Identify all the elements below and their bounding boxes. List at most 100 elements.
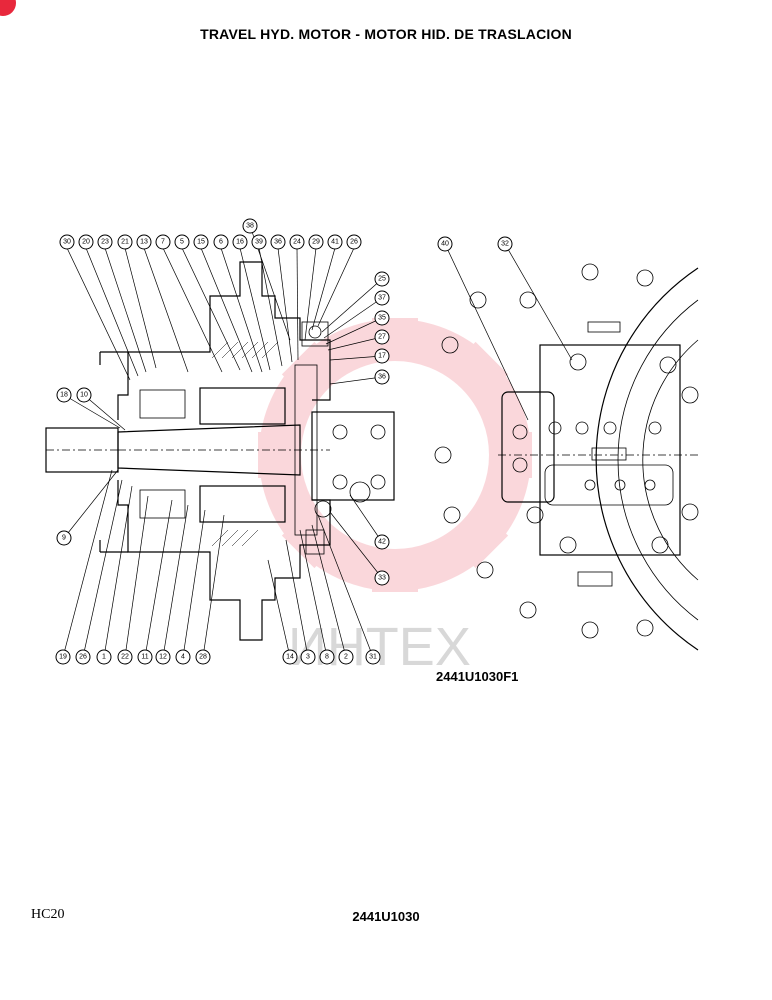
- svg-text:18: 18: [60, 392, 68, 399]
- callout-42: 42: [374, 534, 390, 550]
- watermark-text: ИНТЕХ: [288, 617, 471, 677]
- svg-text:39: 39: [255, 239, 263, 246]
- svg-text:37: 37: [378, 295, 386, 302]
- svg-text:13: 13: [140, 239, 148, 246]
- svg-text:28: 28: [199, 654, 207, 661]
- callout-6: 6: [213, 234, 229, 250]
- callout-8: 8: [319, 649, 335, 665]
- svg-text:10: 10: [80, 392, 88, 399]
- callout-19: 19: [55, 649, 71, 665]
- callout-7: 7: [155, 234, 171, 250]
- svg-text:35: 35: [378, 315, 386, 322]
- callout-28: 28: [195, 649, 211, 665]
- svg-text:36: 36: [274, 239, 282, 246]
- callout-40: 40: [437, 236, 453, 252]
- svg-text:8: 8: [325, 654, 329, 661]
- svg-text:6: 6: [219, 239, 223, 246]
- callouts-side: 18 10 9 42 33 40 32: [56, 236, 513, 586]
- svg-text:36: 36: [378, 374, 386, 381]
- callout-33: 33: [374, 570, 390, 586]
- callout-13: 13: [136, 234, 152, 250]
- svg-text:7: 7: [161, 239, 165, 246]
- svg-text:5: 5: [180, 239, 184, 246]
- svg-text:15: 15: [197, 239, 205, 246]
- callout-2: 2: [338, 649, 354, 665]
- svg-text:3: 3: [306, 654, 310, 661]
- callout-20: 20: [78, 234, 94, 250]
- callout-35: 35: [374, 310, 390, 326]
- callout-24: 24: [289, 234, 305, 250]
- page-title: TRAVEL HYD. MOTOR - MOTOR HID. DE TRASLA…: [200, 26, 572, 42]
- callout-39: 39: [251, 234, 267, 250]
- svg-text:22: 22: [121, 654, 129, 661]
- page-code: 2441U1030: [352, 909, 420, 924]
- callout-26-bottom: 26: [75, 649, 91, 665]
- callout-11: 11: [137, 649, 153, 665]
- svg-text:2: 2: [344, 654, 348, 661]
- callout-26-top: 26: [346, 234, 362, 250]
- svg-text:31: 31: [369, 654, 377, 661]
- svg-text:4: 4: [181, 654, 185, 661]
- svg-text:41: 41: [331, 239, 339, 246]
- svg-text:16: 16: [236, 239, 244, 246]
- svg-text:23: 23: [101, 239, 109, 246]
- svg-text:38: 38: [246, 223, 254, 230]
- motor-cross-section: [45, 261, 395, 641]
- callout-23: 23: [97, 234, 113, 250]
- leader-lines: [62, 225, 573, 658]
- callout-18: 18: [56, 387, 72, 403]
- callout-37: 37: [374, 290, 390, 306]
- svg-text:24: 24: [293, 239, 301, 246]
- callout-4: 4: [175, 649, 191, 665]
- svg-text:26: 26: [350, 239, 358, 246]
- callout-36-top: 36: [270, 234, 286, 250]
- svg-text:21: 21: [121, 239, 129, 246]
- model-label: HC20: [31, 907, 65, 922]
- svg-text:33: 33: [378, 575, 386, 582]
- svg-text:14: 14: [286, 654, 294, 661]
- svg-text:42: 42: [378, 539, 386, 546]
- svg-text:27: 27: [378, 334, 386, 341]
- callouts-bottom: 19 26 1 22 11 12 4 28 14 3 8 2 31: [55, 649, 381, 665]
- svg-text:1: 1: [102, 654, 106, 661]
- watermark-gear-icon: [258, 318, 532, 592]
- svg-text:30: 30: [63, 239, 71, 246]
- svg-text:25: 25: [378, 276, 386, 283]
- callout-32: 32: [497, 236, 513, 252]
- svg-text:40: 40: [441, 241, 449, 248]
- callout-29: 29: [308, 234, 324, 250]
- callout-31: 31: [365, 649, 381, 665]
- callout-12: 12: [155, 649, 171, 665]
- callout-22: 22: [117, 649, 133, 665]
- callout-3: 3: [300, 649, 316, 665]
- callout-27: 27: [374, 329, 390, 345]
- svg-text:11: 11: [141, 654, 148, 661]
- callouts-top: 30 20 23 21 13 7 5 15 6 16 39 36 24 29 4…: [59, 218, 362, 250]
- callout-17: 17: [374, 348, 390, 364]
- callout-14: 14: [282, 649, 298, 665]
- callout-38: 38: [242, 218, 258, 234]
- callouts-right: 25 37 35 27 17 36: [374, 271, 390, 385]
- svg-text:9: 9: [62, 535, 66, 542]
- callout-16: 16: [232, 234, 248, 250]
- callout-9: 9: [56, 530, 72, 546]
- callout-25: 25: [374, 271, 390, 287]
- svg-text:29: 29: [312, 239, 320, 246]
- callout-5: 5: [174, 234, 190, 250]
- callout-21: 21: [117, 234, 133, 250]
- callout-41: 41: [327, 234, 343, 250]
- callout-10: 10: [76, 387, 92, 403]
- svg-text:20: 20: [82, 239, 90, 246]
- motor-end-view: [434, 263, 699, 651]
- svg-text:19: 19: [59, 654, 67, 661]
- callout-15: 15: [193, 234, 209, 250]
- svg-text:32: 32: [501, 241, 509, 248]
- figure-code: 2441U1030F1: [436, 669, 519, 684]
- callout-1: 1: [96, 649, 112, 665]
- callout-30: 30: [59, 234, 75, 250]
- callout-36-right: 36: [374, 369, 390, 385]
- svg-text:17: 17: [378, 353, 386, 360]
- svg-text:26: 26: [79, 654, 87, 661]
- svg-text:12: 12: [159, 654, 167, 661]
